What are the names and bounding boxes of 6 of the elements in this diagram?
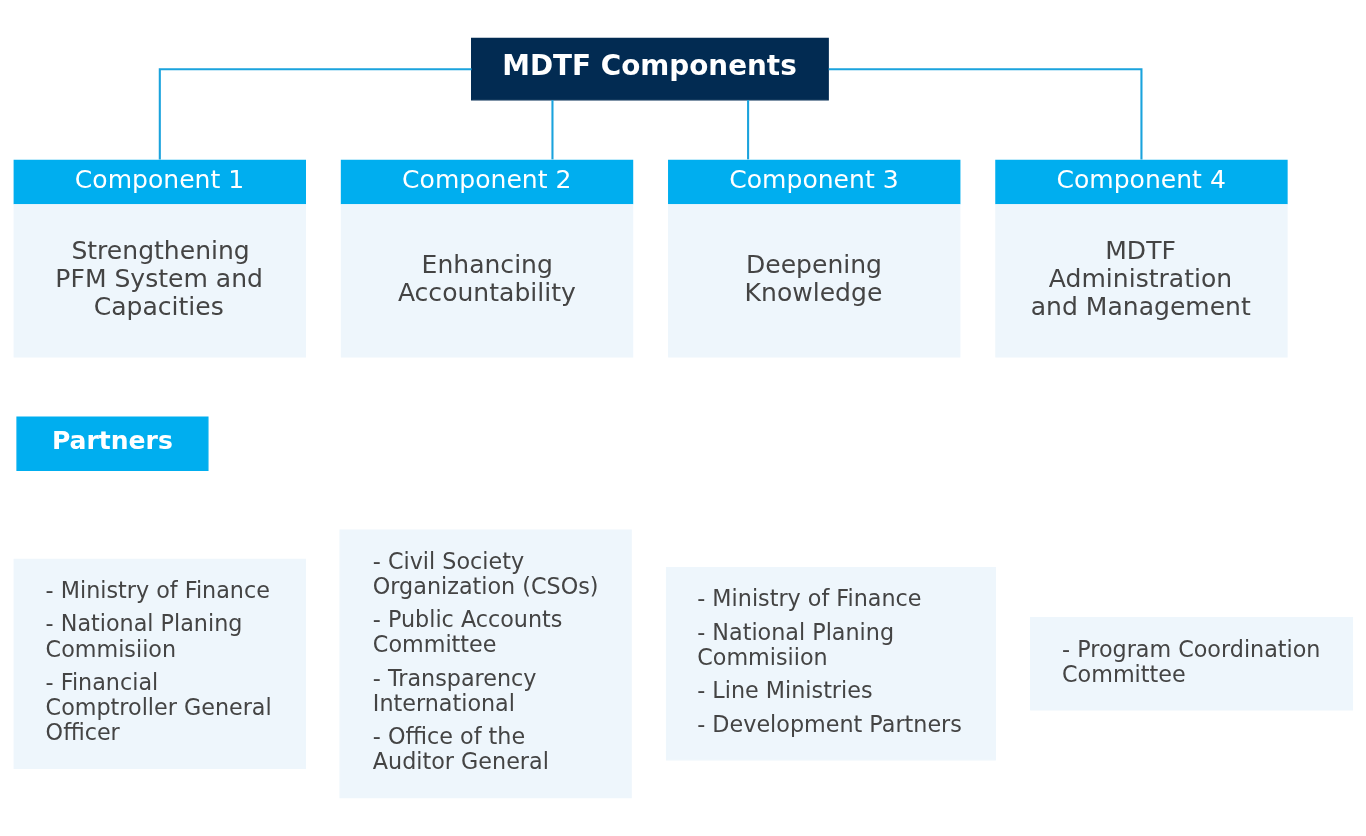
node-box: Partners [16,416,209,471]
connector [747,100,750,160]
node-box: MDTF Components [471,37,829,101]
connector [551,100,554,160]
connector [828,68,1143,160]
connector [158,68,472,160]
